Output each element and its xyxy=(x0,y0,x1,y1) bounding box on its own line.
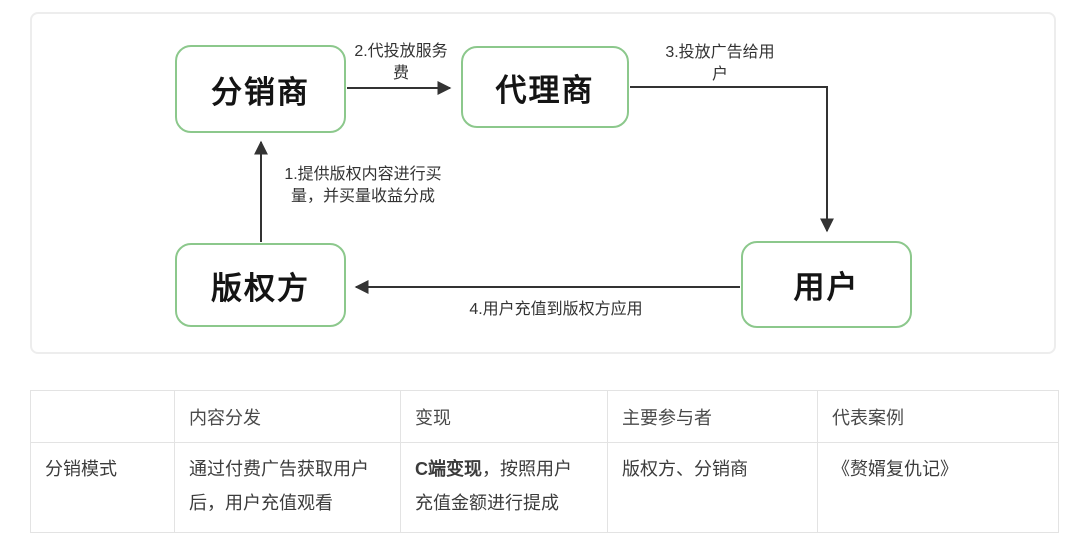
table-header-row: 内容分发 变现 主要参与者 代表案例 xyxy=(30,390,1059,443)
edge-label-provide-content: 1.提供版权内容进行买 量，并买量收益分成 xyxy=(272,164,454,208)
cell-row-label: 分销模式 xyxy=(30,442,175,533)
cell-content-distribution: 通过付费广告获取用户后，用户充值观看 xyxy=(174,442,401,533)
model-comparison-table: 内容分发 变现 主要参与者 代表案例 分销模式 通过付费广告获取用户后，用户充值… xyxy=(30,390,1059,533)
node-agent: 代理商 xyxy=(461,46,629,128)
edge-label-ad-service-fee: 2.代投放服务 费 xyxy=(343,41,459,85)
node-distributor: 分销商 xyxy=(175,45,346,133)
edge-label-serve-ads: 3.投放广告给用 户 xyxy=(652,42,788,86)
node-user-label: 用户 xyxy=(793,270,860,305)
edge-label-provide-content-line2: 量，并买量收益分成 xyxy=(290,188,435,205)
edge-label-serve-ads-line1: 3.投放广告给用 xyxy=(665,44,775,61)
header-example: 代表案例 xyxy=(817,390,1059,443)
cell-monetization-rest: ，按照用户充值金额进行提成 xyxy=(415,459,572,513)
header-participants: 主要参与者 xyxy=(607,390,818,443)
node-copyright-holder: 版权方 xyxy=(175,243,346,327)
edge-label-user-recharge-text: 4.用户充值到版权方应用 xyxy=(469,301,643,318)
header-empty xyxy=(30,390,175,443)
edge-label-ad-service-fee-line2: 费 xyxy=(392,65,409,82)
header-content-distribution: 内容分发 xyxy=(174,390,401,443)
cell-example: 《赘婿复仇记》 xyxy=(817,442,1059,533)
node-agent-label: 代理商 xyxy=(495,72,595,108)
edge-label-user-recharge: 4.用户充值到版权方应用 xyxy=(446,299,666,321)
node-distributor-label: 分销商 xyxy=(211,74,310,110)
cell-monetization-bold: C端变现 xyxy=(415,459,482,479)
cell-monetization: C端变现，按照用户充值金额进行提成 xyxy=(400,442,608,533)
header-monetization: 变现 xyxy=(400,390,608,443)
cell-participants: 版权方、分销商 xyxy=(607,442,818,533)
edge-label-serve-ads-line2: 户 xyxy=(711,66,728,83)
node-user: 用户 xyxy=(741,241,912,328)
table-row: 分销模式 通过付费广告获取用户后，用户充值观看 C端变现，按照用户充值金额进行提… xyxy=(30,442,1059,533)
edge-label-ad-service-fee-line1: 2.代投放服务 xyxy=(354,43,448,60)
edge-label-provide-content-line1: 1.提供版权内容进行买 xyxy=(284,166,442,183)
node-copyright-holder-label: 版权方 xyxy=(211,270,310,306)
